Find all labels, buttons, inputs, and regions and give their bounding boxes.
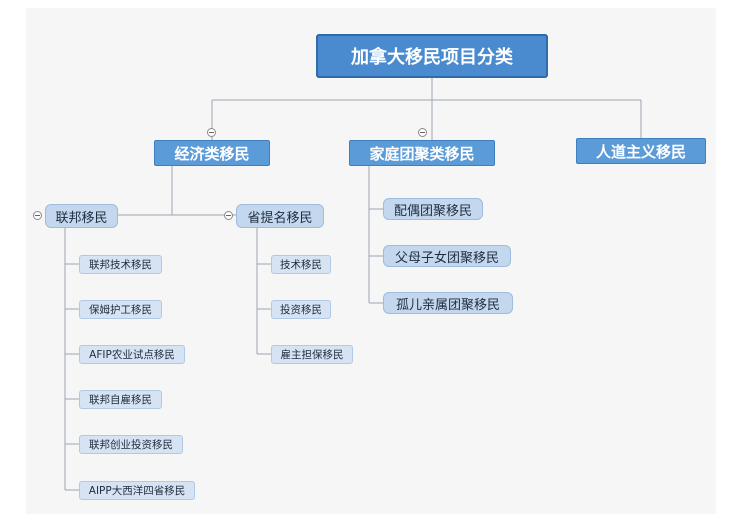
federal-item-label: 保姆护工移民 [89,304,152,316]
family-item[interactable]: 父母子女团聚移民 [383,245,511,267]
provincial-node[interactable]: 省提名移民 [236,204,324,228]
root-label: 加拿大移民项目分类 [351,47,513,68]
federal-item[interactable]: 联邦自雇移民 [79,390,162,409]
family-item-label: 父母子女团聚移民 [394,250,499,266]
federal-item-label: 联邦自雇移民 [89,394,152,406]
federal-item[interactable]: AIPP大西洋四省移民 [79,481,195,500]
provincial-item-label: 雇主担保移民 [280,349,344,361]
family-item-label: 孤儿亲属团聚移民 [395,297,500,313]
federal-item-label: 联邦技术移民 [89,259,152,271]
provincial-item[interactable]: 技术移民 [271,255,331,274]
category-family[interactable]: 家庭团聚类移民 [349,140,495,166]
provincial-item[interactable]: 雇主担保移民 [271,345,353,364]
collapse-provincial-icon[interactable] [224,211,233,220]
category-economic-label: 经济类移民 [174,144,250,163]
category-humanitarian-label: 人道主义移民 [595,142,686,161]
category-economic[interactable]: 经济类移民 [154,140,270,166]
provincial-item-label: 技术移民 [280,259,322,271]
federal-item[interactable]: 联邦创业投资移民 [79,435,183,454]
federal-item[interactable]: AFIP农业试点移民 [79,345,185,364]
federal-item-label: AIPP大西洋四省移民 [88,485,186,497]
federal-item[interactable]: 联邦技术移民 [79,255,162,274]
provincial-label: 省提名移民 [247,210,313,226]
provincial-item-label: 投资移民 [280,304,322,316]
category-humanitarian[interactable]: 人道主义移民 [576,138,706,164]
federal-label: 联邦移民 [55,210,108,226]
family-item[interactable]: 配偶团聚移民 [383,198,483,220]
federal-node[interactable]: 联邦移民 [45,204,118,228]
collapse-economic-icon[interactable] [207,128,216,137]
collapse-family-icon[interactable] [418,128,427,137]
category-family-label: 家庭团聚类移民 [369,144,475,163]
federal-item[interactable]: 保姆护工移民 [79,300,162,319]
root-node[interactable]: 加拿大移民项目分类 [316,34,548,78]
collapse-federal-icon[interactable] [33,211,42,220]
family-item-label: 配偶团聚移民 [393,203,472,219]
family-item[interactable]: 孤儿亲属团聚移民 [383,292,513,314]
federal-item-label: 联邦创业投资移民 [89,439,173,451]
provincial-item[interactable]: 投资移民 [271,300,331,319]
federal-item-label: AFIP农业试点移民 [89,349,175,361]
